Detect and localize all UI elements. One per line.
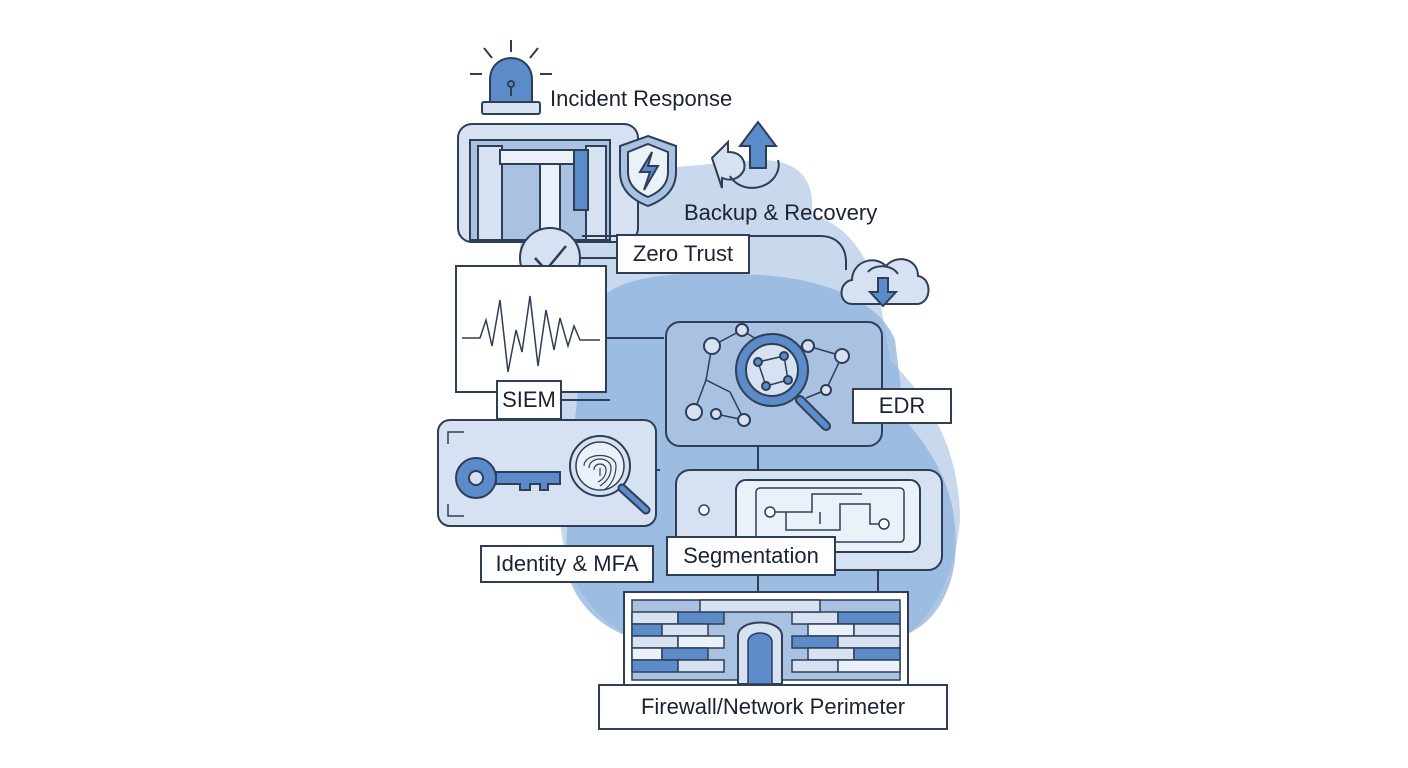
siem-waveform-panel [455,265,607,393]
alarm-icon [470,40,552,115]
incident-response-label: Incident Response [550,86,733,111]
key-icon [455,457,561,499]
cloud-download-icon [840,258,930,308]
identity-panel [437,419,657,527]
refresh-arrows-icon [710,120,780,189]
zero-trust-label: Zero Trust [616,234,750,274]
segmentation-label: Segmentation [666,536,836,576]
firewall-label: Firewall/Network Perimeter [598,684,948,730]
fingerprint-magnifier-icon [569,435,651,515]
shield-lightning-icon [619,134,677,208]
backup-recovery-label: Backup & Recovery [684,200,878,225]
network-magnifier-icon [685,323,850,431]
siem-label: SIEM [496,380,562,420]
edr-label: EDR [852,388,952,424]
edr-network-panel [665,321,883,447]
brick-wall-icon [623,591,909,687]
identity-mfa-label: Identity & MFA [480,545,654,583]
incident-response-panel [457,123,639,243]
